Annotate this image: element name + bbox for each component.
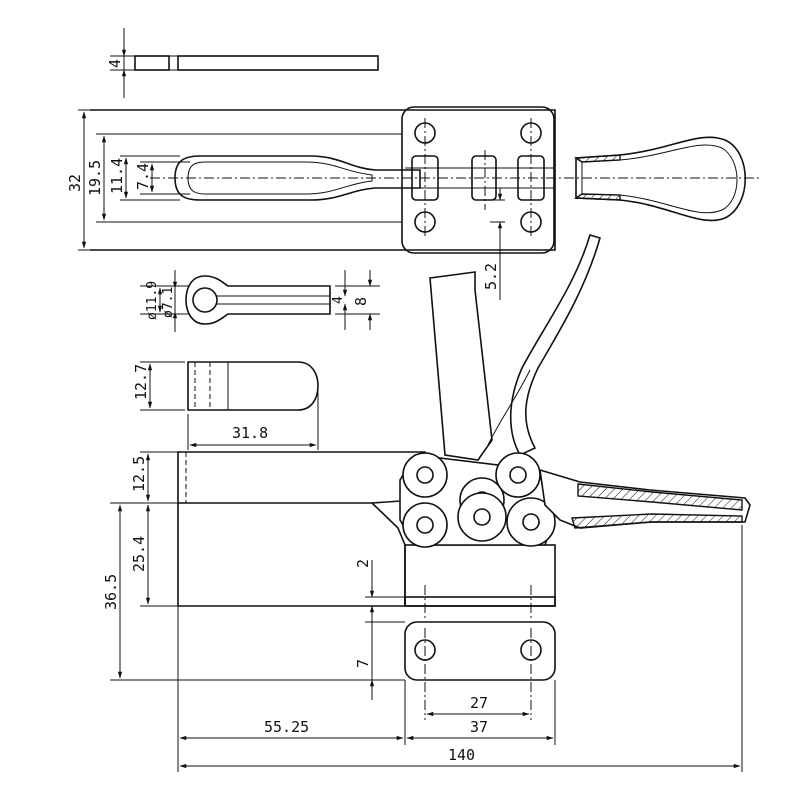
dim-slot-length-span: 19.5 [86,160,104,196]
dim-overall-140: 140 [448,746,475,764]
dim-spindle-length: 31.8 [232,424,268,442]
dim-u-slot-outer: 8 [352,297,370,306]
dim-u-outer-dia: ø11.9 [145,281,160,320]
dim-slot-inner: 7.4 [134,163,152,190]
dim-plan-height: 32 [66,174,84,192]
dim-base-height: 36.5 [102,574,120,610]
dim-reach-55-25: 55.25 [264,718,309,736]
dim-gap-7: 7 [354,659,372,668]
plan-view [78,106,760,300]
spindle-detail [140,361,319,450]
dim-u-inner-dia: ø7.1 [161,287,176,318]
dim-gap-2: 2 [354,559,372,568]
dim-hole-spacing-27: 27 [470,694,488,712]
strap-side-view [110,28,379,98]
dim-pivot-height: 25.4 [130,536,148,572]
dim-slot-outer: 11.4 [108,158,126,194]
dim-spindle-height: 12.7 [132,364,150,400]
dim-arm-height: 12.5 [130,456,148,492]
dim-strap-thickness: 4 [106,59,124,68]
dim-hole-offset: 5.2 [482,263,500,290]
dim-base-width-37: 37 [470,718,488,736]
side-view [110,234,751,772]
dim-u-slot-inner: 4 [331,296,346,304]
u-slot-detail [140,270,380,332]
